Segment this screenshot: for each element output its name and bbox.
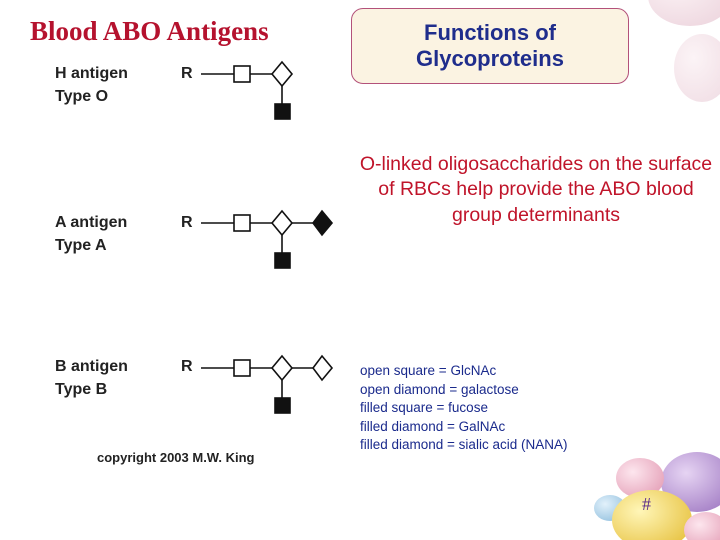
legend-item: filled diamond = GalNAc [360, 418, 506, 434]
description-text: O-linked oligosaccharides on the surface… [359, 153, 713, 226]
antigen-b-type: Type B [55, 381, 108, 398]
glycan-h-antigen [201, 60, 294, 120]
antigen-h-r-label: R [181, 65, 193, 82]
legend-item: filled square = fucose [360, 400, 488, 415]
symbol-legend: open square = GlcNAc open diamond = gala… [360, 362, 567, 455]
egg-top-pink [648, 0, 720, 26]
functions-box-line1: Functions of [424, 19, 556, 45]
fucose-filled-square [274, 397, 291, 414]
slide-title: Blood ABO Antigens [30, 16, 269, 46]
functions-box: Functions of Glycoproteins [351, 8, 629, 84]
antigen-a-r-label: R [181, 214, 193, 231]
antigen-h-type: Type O [55, 88, 109, 105]
glycan-b-antigen [201, 354, 334, 414]
antigen-a-type: Type A [55, 237, 107, 254]
antigen-a-name: A antigen [55, 214, 128, 231]
glycan-a-antigen [201, 209, 334, 269]
egg-top-purple [674, 34, 720, 102]
egg-bottom-pink-2 [684, 512, 720, 540]
fucose-filled-square [274, 252, 291, 269]
terminal-galactose-open-diamond [312, 354, 334, 382]
galactose-open-diamond [270, 60, 294, 88]
slide-number: # [642, 494, 651, 514]
galactose-open-diamond [270, 354, 294, 382]
galnac-filled-diamond [312, 209, 334, 237]
copyright-text: copyright 2003 M.W. King [97, 450, 255, 465]
fucose-filled-square [274, 103, 291, 120]
galactose-open-diamond [270, 209, 294, 237]
egg-bottom-yellow [612, 490, 692, 540]
antigen-h-name: H antigen [55, 65, 128, 82]
antigen-b-name: B antigen [55, 358, 128, 375]
glcnac-open-square [233, 214, 251, 232]
legend-item: open diamond = galactose [360, 381, 519, 397]
egg-bottom-pink [616, 458, 664, 498]
glcnac-open-square [233, 359, 251, 377]
glcnac-open-square [233, 65, 251, 83]
legend-item: filled diamond = sialic acid (NANA) [360, 437, 568, 452]
legend-item: open square = GlcNAc [360, 363, 497, 378]
functions-box-line2: Glycoproteins [416, 46, 564, 71]
antigen-b-r-label: R [181, 358, 193, 375]
